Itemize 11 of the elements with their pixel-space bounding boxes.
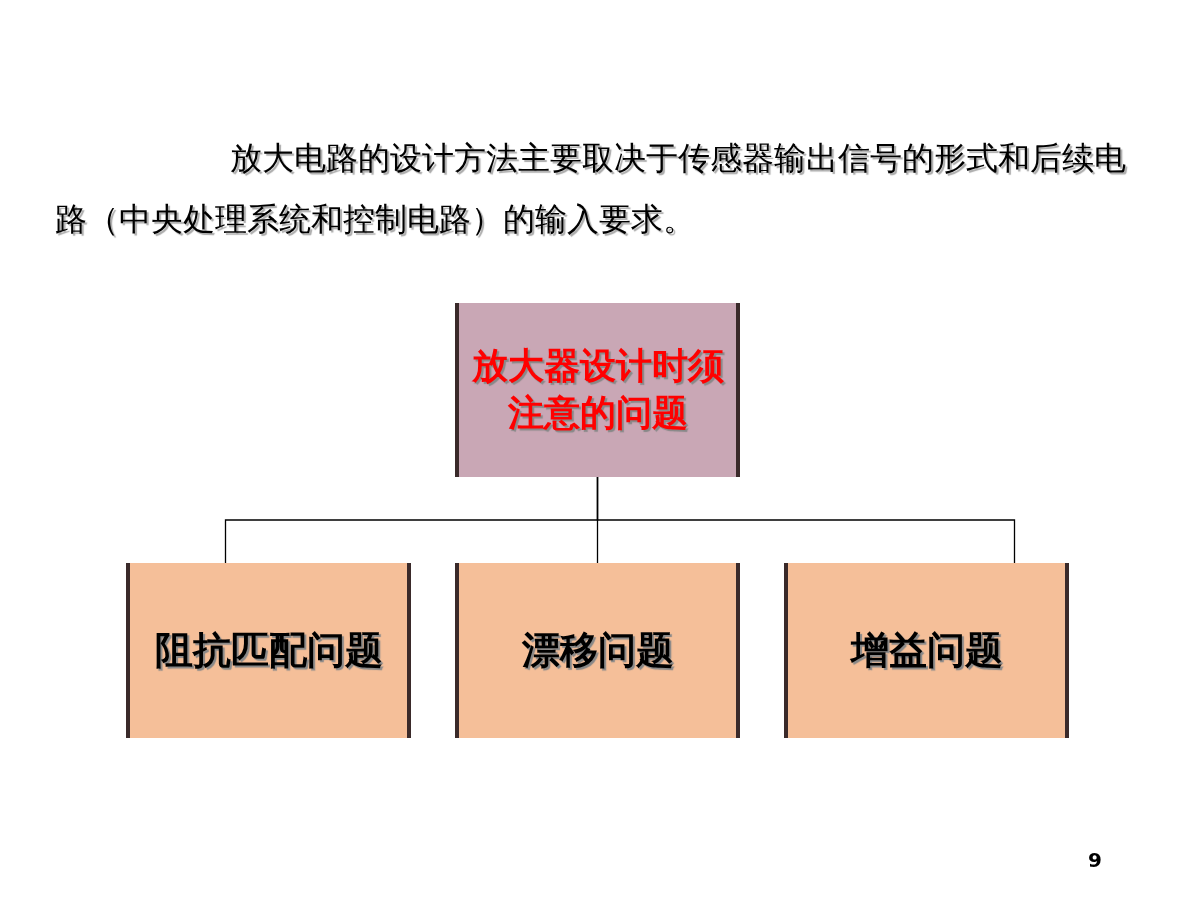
intro-paragraph: 放大电路的设计方法主要取决于传感器输出信号的形式和后续电路（中央处理系统和控制电路）的输入要求。 xyxy=(55,138,1127,240)
node-title: 增益问题 xyxy=(850,626,1003,674)
page-number: 9 xyxy=(1088,848,1103,872)
node-title: 阻抗匹配问题 xyxy=(154,626,383,674)
topic-box xyxy=(455,303,740,477)
connector-line xyxy=(596,476,1016,564)
issue-box xyxy=(784,563,1069,738)
node-title: 放大器设计时须注意的问题 xyxy=(470,344,725,435)
issue-box xyxy=(126,563,411,738)
node-title: 漂移问题 xyxy=(521,626,674,674)
issue-box xyxy=(455,563,740,738)
